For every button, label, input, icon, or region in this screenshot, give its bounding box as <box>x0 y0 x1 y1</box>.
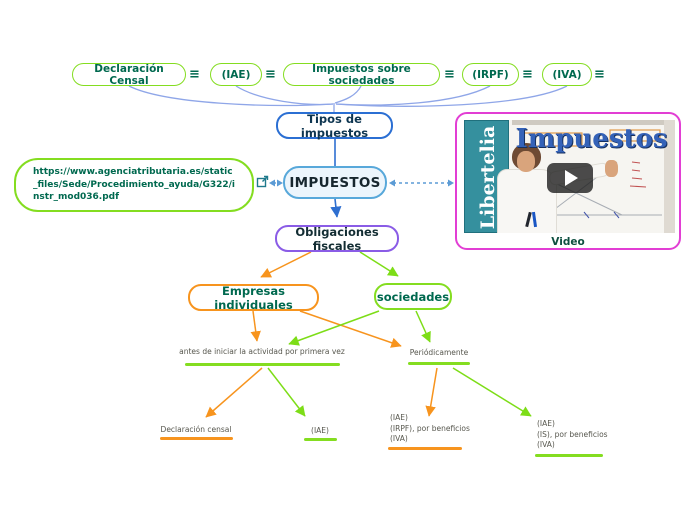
url-text: https://www.agenciatributaria.es/static_… <box>33 167 235 203</box>
node-empresas-individuales[interactable]: Empresas individuales <box>188 283 319 312</box>
node-label: IMPUESTOS <box>289 174 381 191</box>
node-label: Tipos de impuestos <box>300 111 369 140</box>
presenter-face <box>517 151 535 172</box>
topic-pill-irpf[interactable]: (IRPF) <box>462 63 519 86</box>
play-icon <box>565 170 578 186</box>
topic-label: (IRPF) <box>472 68 509 81</box>
connector-orange-branch <box>205 251 438 418</box>
node-tipos-de-impuestos[interactable]: Tipos de impuestos <box>276 111 393 140</box>
topic-label: (IVA) <box>552 68 582 81</box>
video-caption: Video <box>551 236 585 248</box>
node-label: Empresas individuales <box>214 283 293 312</box>
play-button[interactable] <box>547 163 593 193</box>
menu-icon[interactable]: ≡ <box>444 67 455 82</box>
video-title-overlay: Impuestos <box>515 124 668 154</box>
leaf-empresas-periodico[interactable]: (IAE) (IRPF), por beneficios (IVA) <box>390 413 480 445</box>
connector-pills-to-tipos <box>128 85 568 112</box>
node-url-link[interactable]: https://www.agenciatributaria.es/static_… <box>14 158 254 212</box>
topic-pill-impuestos-sociedades[interactable]: Impuestos sobre sociedades <box>283 62 440 87</box>
leaf-line: (IVA) <box>390 434 408 443</box>
leaf-line: (IS), por beneficios <box>537 429 608 439</box>
topic-pill-iae[interactable]: (IAE) <box>210 63 262 86</box>
leaf-line: (IAE) <box>390 413 408 422</box>
leaf-periodicamente[interactable]: Periódicamente <box>409 348 469 357</box>
leaf-line: (IVA) <box>537 440 555 449</box>
node-label: sociedades <box>376 289 450 304</box>
leaf-underline <box>304 438 337 441</box>
video-attachment[interactable]: Libertelia Impuestos Video <box>455 112 681 250</box>
topic-label: (IAE) <box>221 68 251 81</box>
connector-central-trunk <box>330 139 342 218</box>
node-label: Obligaciones fiscales <box>295 224 379 253</box>
leaf-underline <box>185 363 340 366</box>
node-impuestos-central[interactable]: IMPUESTOS <box>283 166 387 199</box>
leaf-underline <box>408 362 470 365</box>
connector-green-branch <box>267 251 532 417</box>
topic-pill-iva[interactable]: (IVA) <box>542 63 592 86</box>
topic-label: Declaración Censal <box>94 62 164 87</box>
leaf-sociedades-periodico[interactable]: (IAE) (IS), por beneficios (IVA) <box>537 419 627 451</box>
topic-pill-declaracion-censal[interactable]: Declaración Censal <box>72 62 186 87</box>
menu-icon[interactable]: ≡ <box>189 67 200 82</box>
leaf-iae[interactable]: (IAE) <box>311 426 329 435</box>
leaf-underline <box>388 447 462 450</box>
leaf-antes-de-iniciar[interactable]: antes de iniciar la actividad por primer… <box>179 347 345 356</box>
menu-icon[interactable]: ≡ <box>522 67 533 82</box>
presenter-hand <box>605 160 618 177</box>
node-obligaciones-fiscales[interactable]: Obligaciones fiscales <box>275 224 399 253</box>
topic-label: Impuestos sobre sociedades <box>312 62 411 87</box>
video-thumbnail[interactable]: Libertelia Impuestos <box>464 120 675 233</box>
leaf-line: (IAE) <box>537 419 555 428</box>
leaf-declaracion-censal[interactable]: Declaración censal <box>160 425 232 434</box>
leaf-line: (IRPF), por beneficios <box>390 423 470 433</box>
menu-icon[interactable]: ≡ <box>594 67 605 82</box>
external-link-icon[interactable] <box>256 175 269 188</box>
leaf-underline <box>535 454 603 457</box>
menu-icon[interactable]: ≡ <box>265 67 276 82</box>
leaf-underline <box>160 437 233 440</box>
dashed-arrowheads <box>269 179 454 187</box>
node-sociedades[interactable]: sociedades <box>374 283 452 310</box>
